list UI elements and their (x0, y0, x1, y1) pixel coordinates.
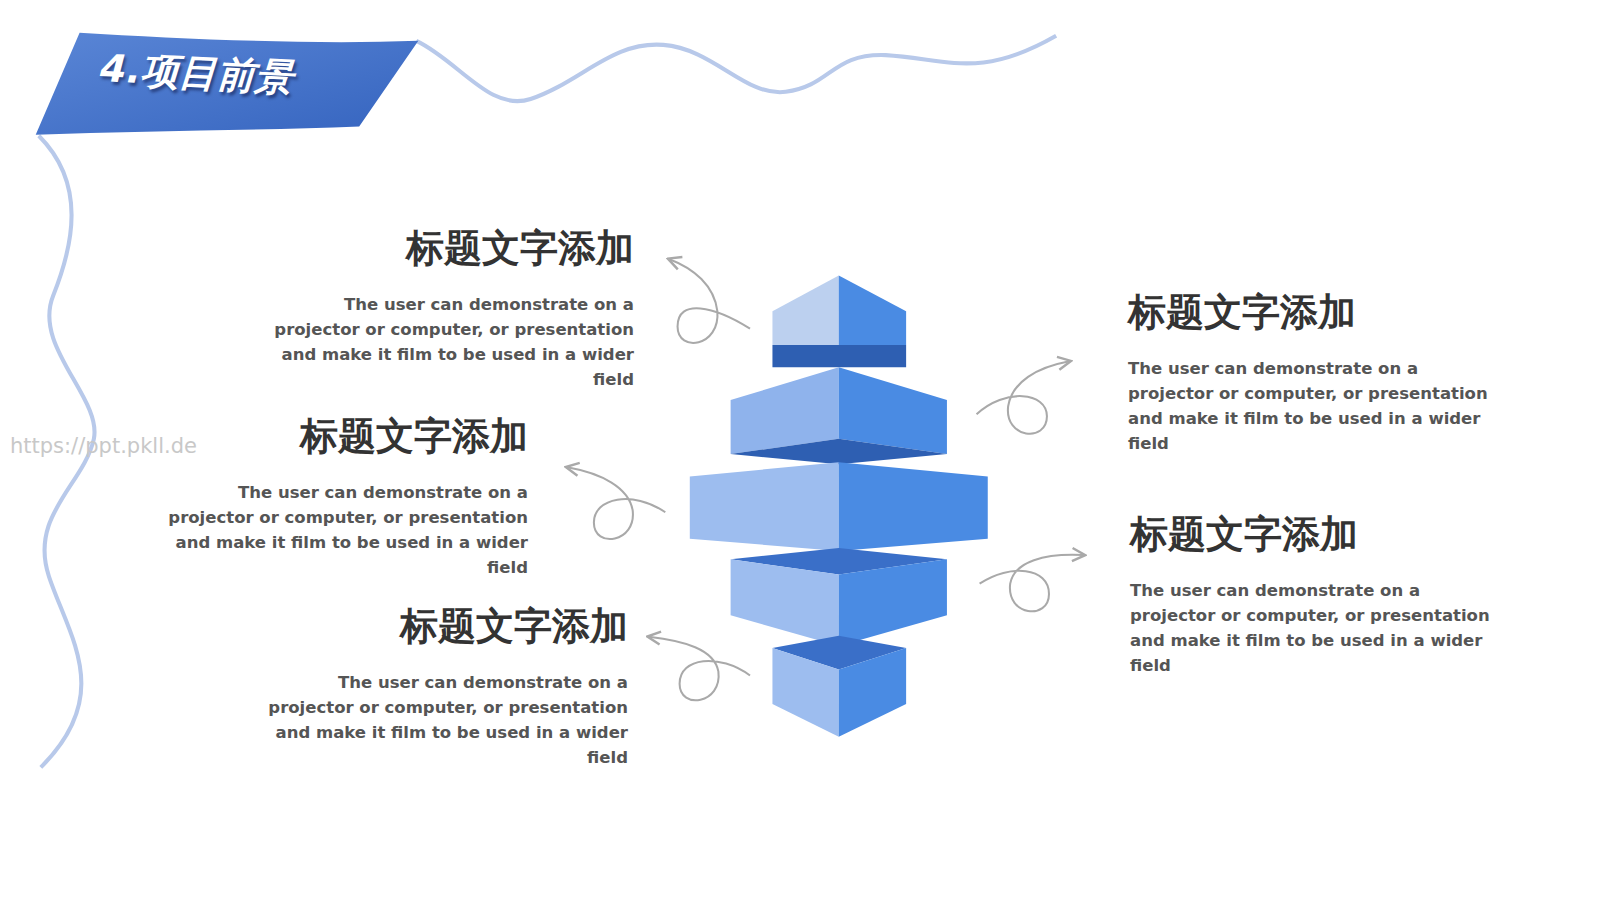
text-group: 标题文字添加 The user can demonstrate on a proj… (148, 414, 528, 580)
item-heading: 标题文字添加 (254, 226, 634, 272)
item-heading: 标题文字添加 (148, 414, 528, 460)
slide-title: 4.项目前景 (99, 43, 294, 104)
item-description: The user can demonstrate on a projector … (254, 292, 634, 392)
wave-line (416, 36, 1056, 101)
item-heading: 标题文字添加 (1128, 290, 1508, 336)
text-group: 标题文字添加 The user can demonstrate on a proj… (254, 226, 634, 392)
item-description: The user can demonstrate on a projector … (248, 670, 628, 770)
text-group: 标题文字添加 The user can demonstrate on a proj… (1128, 290, 1508, 456)
text-group: 标题文字添加 The user can demonstrate on a proj… (1130, 512, 1510, 678)
curly-arrow (567, 259, 1083, 700)
item-description: The user can demonstrate on a projector … (1130, 578, 1510, 678)
item-description: The user can demonstrate on a projector … (1128, 356, 1508, 456)
text-group: 标题文字添加 The user can demonstrate on a proj… (248, 604, 628, 770)
item-description: The user can demonstrate on a projector … (148, 480, 528, 580)
watermark: https://ppt.pkll.de (10, 434, 197, 458)
item-heading: 标题文字添加 (1130, 512, 1510, 558)
title-flag (36, 33, 419, 135)
item-heading: 标题文字添加 (248, 604, 628, 650)
